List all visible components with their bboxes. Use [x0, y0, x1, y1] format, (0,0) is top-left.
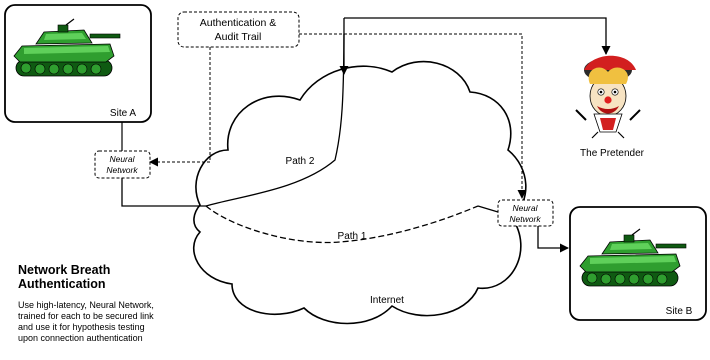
caption-body-line4: upon connection authentication [18, 333, 143, 343]
path-2-label: Path 2 [286, 156, 315, 167]
connector-nn-left-cloud [121, 178, 206, 207]
connector-cloud-nn-right [477, 205, 499, 213]
caption-body-line1: Use high-latency, Neural Network, [18, 300, 154, 310]
internet-cloud [193, 60, 527, 325]
site-b-label: Site B [666, 306, 693, 317]
connector-nn-right-site-b [537, 226, 569, 253]
auth-audit-line1: Authentication & [200, 17, 276, 29]
caption-title: Network Breath Authentication [18, 263, 228, 291]
path-2-line [205, 17, 345, 207]
nn-right-line1: Neural [512, 203, 538, 213]
nn-right-line2: Network [509, 214, 541, 224]
caption-title-line2: Authentication [18, 277, 106, 291]
auth-audit-box [177, 11, 300, 48]
path-2-to-pretender [344, 17, 611, 55]
caption-title-line1: Network Breath [18, 263, 111, 277]
caption-body: Use high-latency, Neural Network, traine… [18, 300, 228, 344]
audit-to-nn-right [299, 33, 527, 199]
site-a-label: Site A [110, 108, 136, 119]
nn-left-line2: Network [106, 165, 138, 175]
nn-left-line1: Neural [109, 154, 135, 164]
auth-audit-line2: Audit Trail [215, 31, 262, 43]
pretender-label: The Pretender [580, 148, 645, 159]
caption-block: Network Breath Authentication Use high-l… [18, 263, 228, 344]
caption-body-line2: trained for each to be secured link [18, 311, 154, 321]
path-1-label: Path 1 [338, 231, 367, 242]
caption-body-line3: and use it for hypothesis testing [18, 322, 145, 332]
internet-label: Internet [370, 295, 404, 306]
audit-to-nn-left [149, 47, 211, 167]
pretender-clown-icon [575, 55, 641, 139]
neural-network-right [497, 199, 554, 227]
